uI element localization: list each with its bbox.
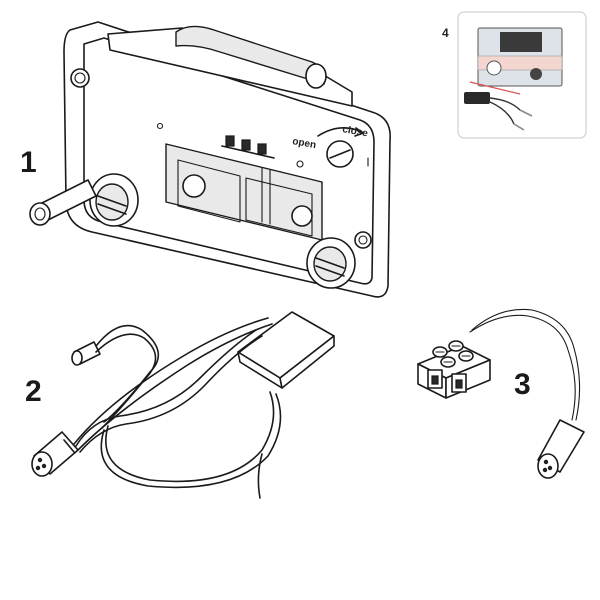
valve-open-label: open	[291, 136, 316, 151]
mount-hole-bottom-right	[354, 231, 372, 249]
cylinder-end	[305, 63, 327, 89]
plate-connector	[221, 135, 275, 159]
large-plug	[31, 431, 79, 477]
terminal-block-with-sensor	[417, 308, 585, 479]
left-knob	[89, 173, 139, 227]
right-knob	[306, 237, 356, 289]
temperature-sensor	[537, 419, 585, 479]
valve-close-label: close	[341, 124, 369, 139]
terminal-block	[417, 340, 491, 399]
part-label-3: 3	[514, 368, 531, 401]
part-label-2: 2	[25, 375, 42, 408]
inset-photo	[457, 11, 587, 139]
mount-hole-top-left	[70, 68, 90, 88]
cable-harness	[31, 311, 335, 499]
mounting-plate: open close	[29, 21, 391, 298]
side-pipe	[29, 179, 97, 226]
small-plug	[71, 341, 101, 366]
part-label-4: 4	[442, 26, 449, 40]
part-label-1: 1	[20, 146, 37, 179]
open-close-valve: open close	[156, 122, 369, 168]
